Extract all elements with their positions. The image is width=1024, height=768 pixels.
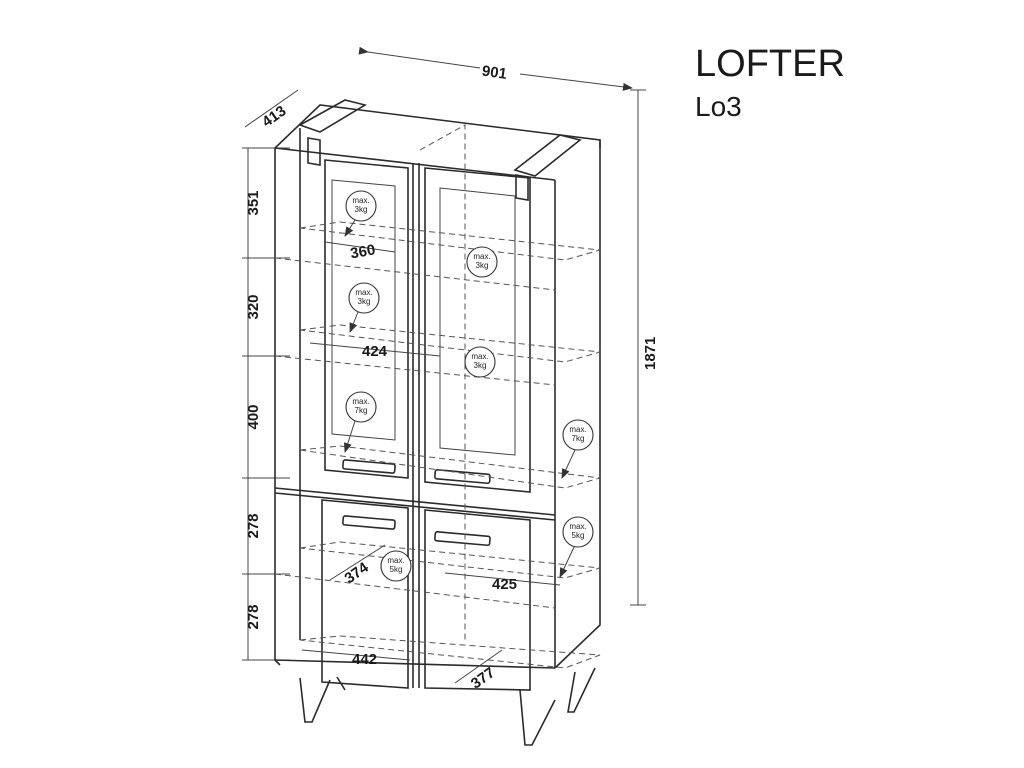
load-badges: max. 3kg max. 3kg max. 3kg max. 3kg max.…: [343, 190, 594, 582]
height-400: 400: [245, 404, 262, 429]
width-dimension: 901: [358, 46, 633, 91]
svg-text:max.: max.: [352, 397, 369, 406]
load-badge: max. 3kg: [348, 282, 380, 333]
svg-text:max.: max.: [473, 252, 490, 261]
depth-dimension: 413: [244, 89, 299, 131]
load-badge: max. 3kg: [344, 190, 377, 237]
height-label: 1871: [642, 337, 659, 370]
svg-text:3kg: 3kg: [358, 297, 371, 306]
svg-text:max.: max.: [355, 288, 372, 297]
section-heights: 351 320 400 278 278: [242, 147, 290, 661]
load-badge: max. 5kg: [380, 550, 412, 582]
height-278-upper: 278: [245, 513, 262, 538]
svg-text:max.: max.: [387, 556, 404, 565]
product-name: LOFTER: [695, 43, 845, 85]
svg-text:max.: max.: [569, 522, 586, 531]
load-badge: max. 3kg: [466, 246, 498, 278]
shelf-widths: 360 424 374 425 442 377: [301, 241, 561, 693]
svg-text:5kg: 5kg: [572, 531, 585, 540]
height-351: 351: [245, 190, 262, 215]
svg-text:3kg: 3kg: [355, 205, 368, 214]
depth-label: 413: [259, 102, 289, 130]
shelf-width-425: 425: [492, 576, 517, 593]
cabinet-body: [274, 99, 601, 746]
shelf-width-360: 360: [349, 241, 377, 262]
svg-text:max.: max.: [471, 352, 488, 361]
product-model: Lo3: [695, 91, 742, 122]
svg-text:3kg: 3kg: [476, 261, 489, 270]
height-dimension: 1871: [630, 89, 659, 606]
svg-text:7kg: 7kg: [355, 406, 368, 415]
svg-text:max.: max.: [352, 196, 369, 205]
height-278-lower: 278: [245, 604, 262, 629]
load-badge: max. 3kg: [464, 346, 496, 378]
svg-text:3kg: 3kg: [474, 361, 487, 370]
load-badge: max. 5kg: [559, 516, 594, 578]
shelves: [274, 124, 601, 669]
shelf-width-442: 442: [352, 651, 377, 668]
svg-text:5kg: 5kg: [390, 565, 403, 574]
width-label: 901: [481, 63, 508, 83]
svg-text:7kg: 7kg: [572, 434, 585, 443]
shelf-width-424: 424: [362, 343, 388, 360]
height-320: 320: [245, 294, 262, 319]
load-badge: max. 7kg: [561, 419, 594, 479]
load-badge: max. 7kg: [343, 391, 377, 453]
svg-text:max.: max.: [569, 425, 586, 434]
